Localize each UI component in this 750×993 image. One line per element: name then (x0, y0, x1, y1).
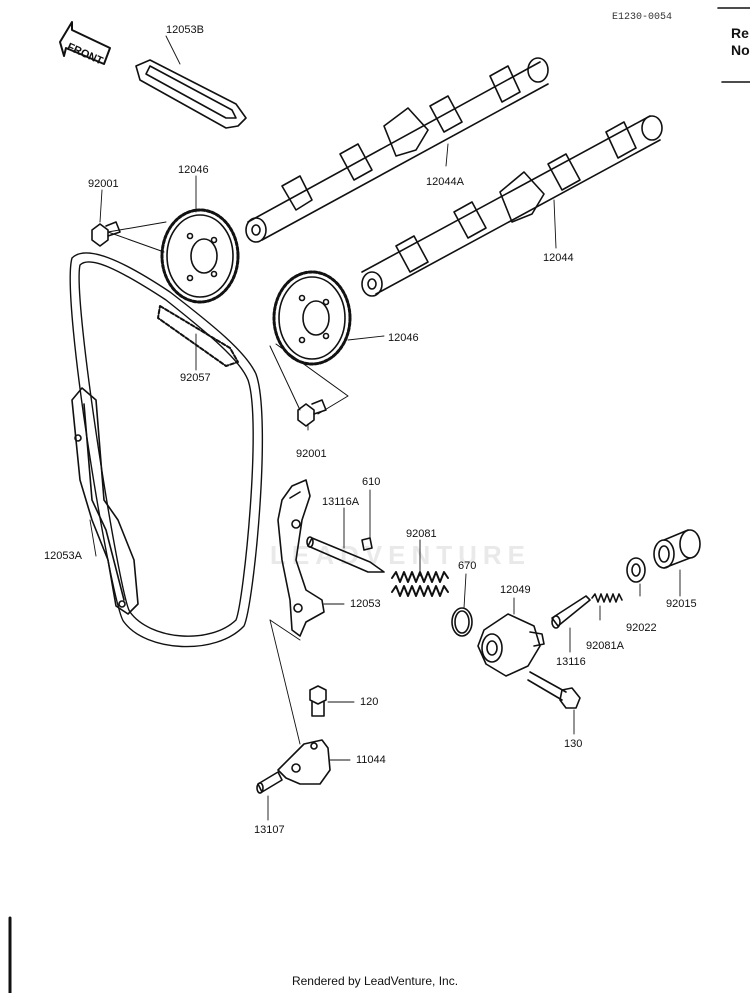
bolt-92001-upper-icon (91, 221, 121, 247)
cam-chain-icon (69, 252, 264, 648)
footer-credit: Rendered by LeadVenture, Inc. (291, 974, 459, 988)
bolt-130-icon (527, 671, 581, 709)
part-label-120: 120 (360, 696, 379, 708)
part-label-12053: 12053 (350, 598, 381, 610)
camshaft-12044-icon (361, 115, 663, 297)
tensioner-arm-icon (277, 479, 325, 637)
spring-92081a-icon (591, 593, 623, 603)
side-text-1: Re (731, 25, 749, 41)
cap-92015-icon (653, 529, 701, 569)
chain-guide-12053a-icon (71, 387, 139, 615)
part-label-13107: 13107 (254, 824, 285, 836)
part-label-92001-upper: 92001 (88, 178, 119, 190)
part-label-12046-lower: 12046 (388, 332, 419, 344)
sprocket-lower-icon (272, 270, 352, 366)
part-label-12044: 12044 (543, 252, 574, 264)
side-text-2: No (731, 42, 750, 58)
plunger-13116-icon (551, 595, 591, 629)
part-label-12053a: 12053A (44, 550, 82, 562)
part-label-92015: 92015 (666, 598, 697, 610)
part-label-92081a: 92081A (586, 640, 624, 652)
front-arrow-label: FRONT (65, 41, 105, 67)
part-label-92057: 92057 (180, 372, 211, 384)
part-label-670: 670 (458, 560, 477, 572)
part-label-12053b: 12053B (166, 24, 204, 36)
bolt-92001-lower-icon (297, 399, 327, 427)
chain-guide-top-icon (135, 59, 247, 129)
sprocket-upper-icon (160, 208, 240, 304)
front-arrow-icon (59, 21, 111, 65)
bolt-120-icon (309, 685, 327, 717)
part-label-13116: 13116 (556, 656, 586, 668)
washer-92022-icon (626, 557, 646, 583)
pin-13107-icon (256, 771, 283, 794)
bracket-11044-icon (277, 739, 331, 785)
tensioner-body-icon (477, 613, 545, 677)
part-label-92022: 92022 (626, 622, 657, 634)
part-label-92081: 92081 (406, 528, 437, 540)
o-ring-670-icon (451, 607, 473, 637)
part-label-12044a: 12044A (426, 176, 464, 188)
camshaft-12044a-icon (245, 57, 549, 243)
pin-13116a-icon (306, 536, 385, 573)
clip-610-icon (361, 537, 373, 551)
part-label-12046-upper: 12046 (178, 164, 209, 176)
part-label-130: 130 (564, 738, 583, 750)
part-label-610: 610 (362, 476, 381, 488)
part-label-11044: 11044 (356, 754, 386, 766)
part-label-12049: 12049 (500, 584, 531, 596)
diagram-code: E1230-0054 (612, 12, 673, 23)
part-label-92001-lower: 92001 (296, 448, 327, 460)
part-label-13116a: 13116A (322, 496, 360, 508)
